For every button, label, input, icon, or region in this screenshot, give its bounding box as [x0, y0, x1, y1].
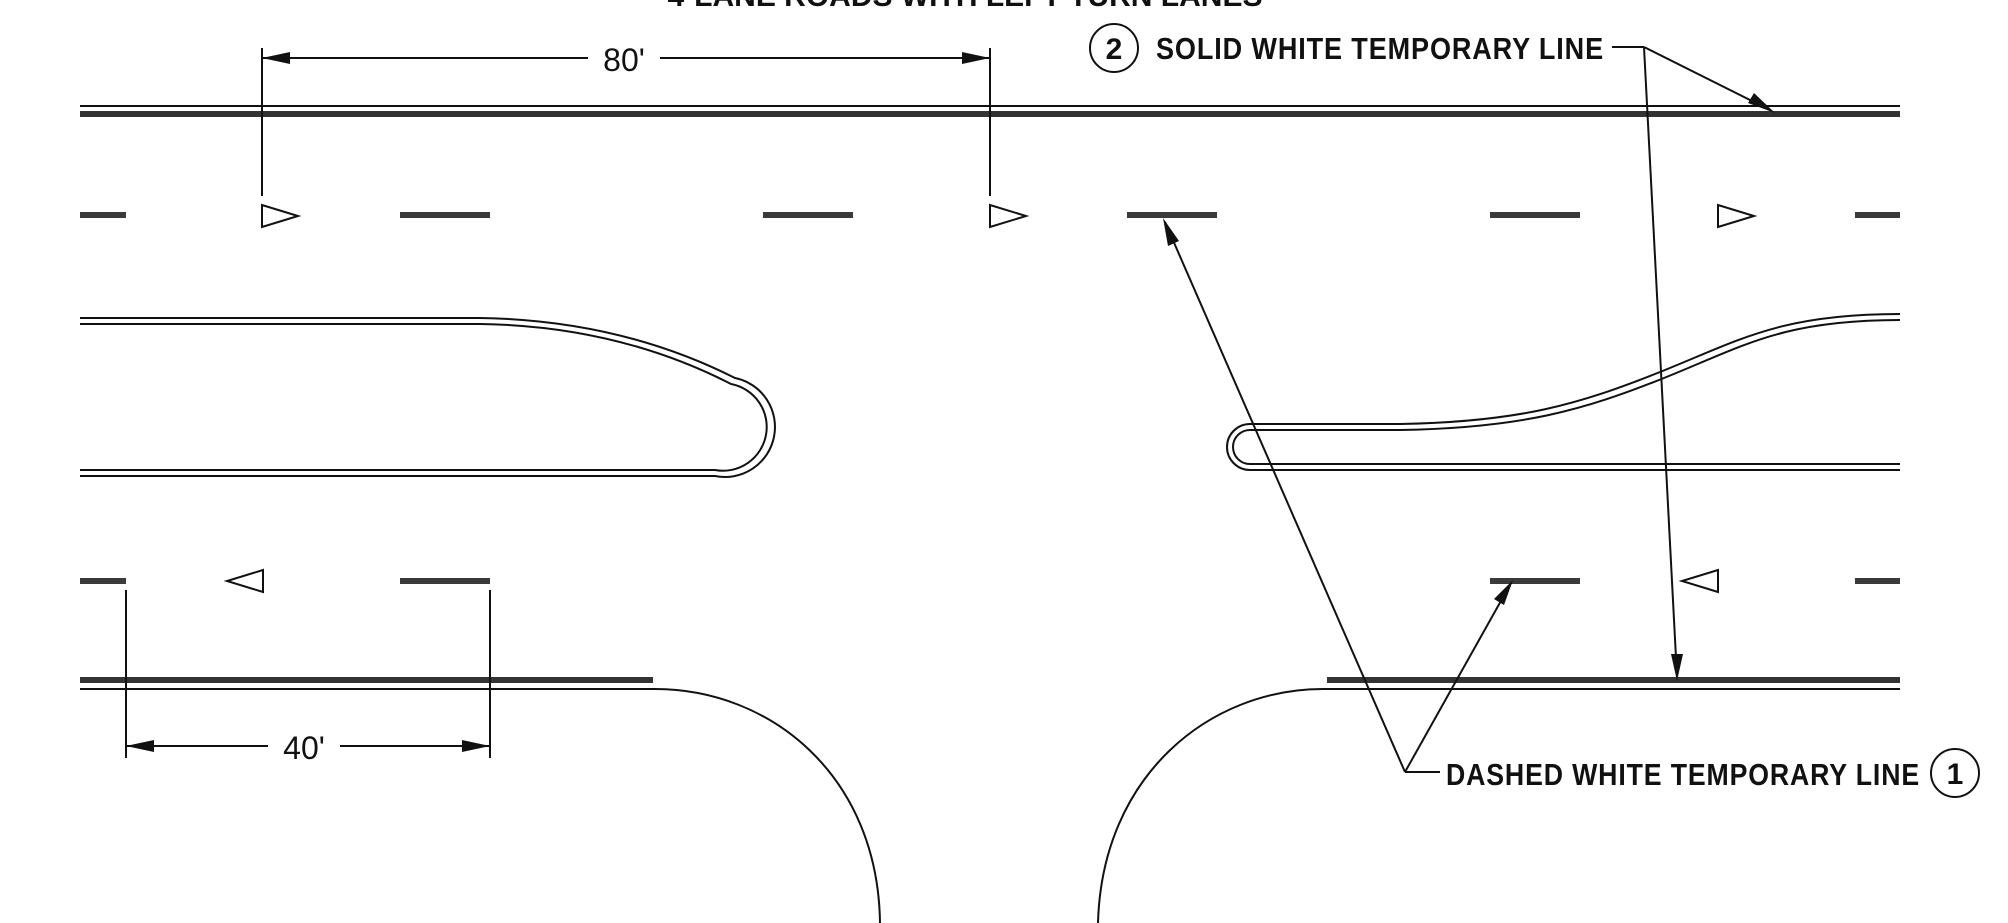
right-median-island	[1226, 313, 1901, 471]
lower-direction-arrows	[223, 568, 1719, 594]
left-median-island	[80, 317, 776, 478]
upper-direction-arrows	[261, 203, 1758, 229]
callout-dashed-line: DASHED WHITE TEMPORARY LINE 1	[1163, 218, 1980, 798]
dimension-40ft: 40'	[125, 590, 491, 766]
dimension-label: 80'	[603, 42, 645, 78]
right-arrow-icon	[1717, 203, 1758, 229]
right-arrow-icon	[261, 203, 302, 229]
bottom-road-edge-left	[80, 677, 881, 923]
bottom-road-edge-right	[1097, 677, 1900, 923]
right-arrow-icon	[989, 203, 1030, 229]
callout-label: SOLID WHITE TEMPORARY LINE	[1156, 31, 1604, 66]
dimension-label: 40'	[283, 730, 325, 766]
callout-solid-line: 2 SOLID WHITE TEMPORARY LINE	[1089, 23, 1775, 681]
left-arrow-icon	[223, 568, 264, 594]
left-arrow-icon	[1678, 568, 1719, 594]
callout-number: 2	[1106, 33, 1123, 66]
callout-number: 1	[1947, 758, 1964, 791]
callout-label: DASHED WHITE TEMPORARY LINE	[1446, 757, 1920, 792]
dimension-80ft: 80'	[261, 42, 991, 196]
drawing-title: 4-LANE ROADS WITH LEFT TURN LANES	[668, 0, 1263, 13]
